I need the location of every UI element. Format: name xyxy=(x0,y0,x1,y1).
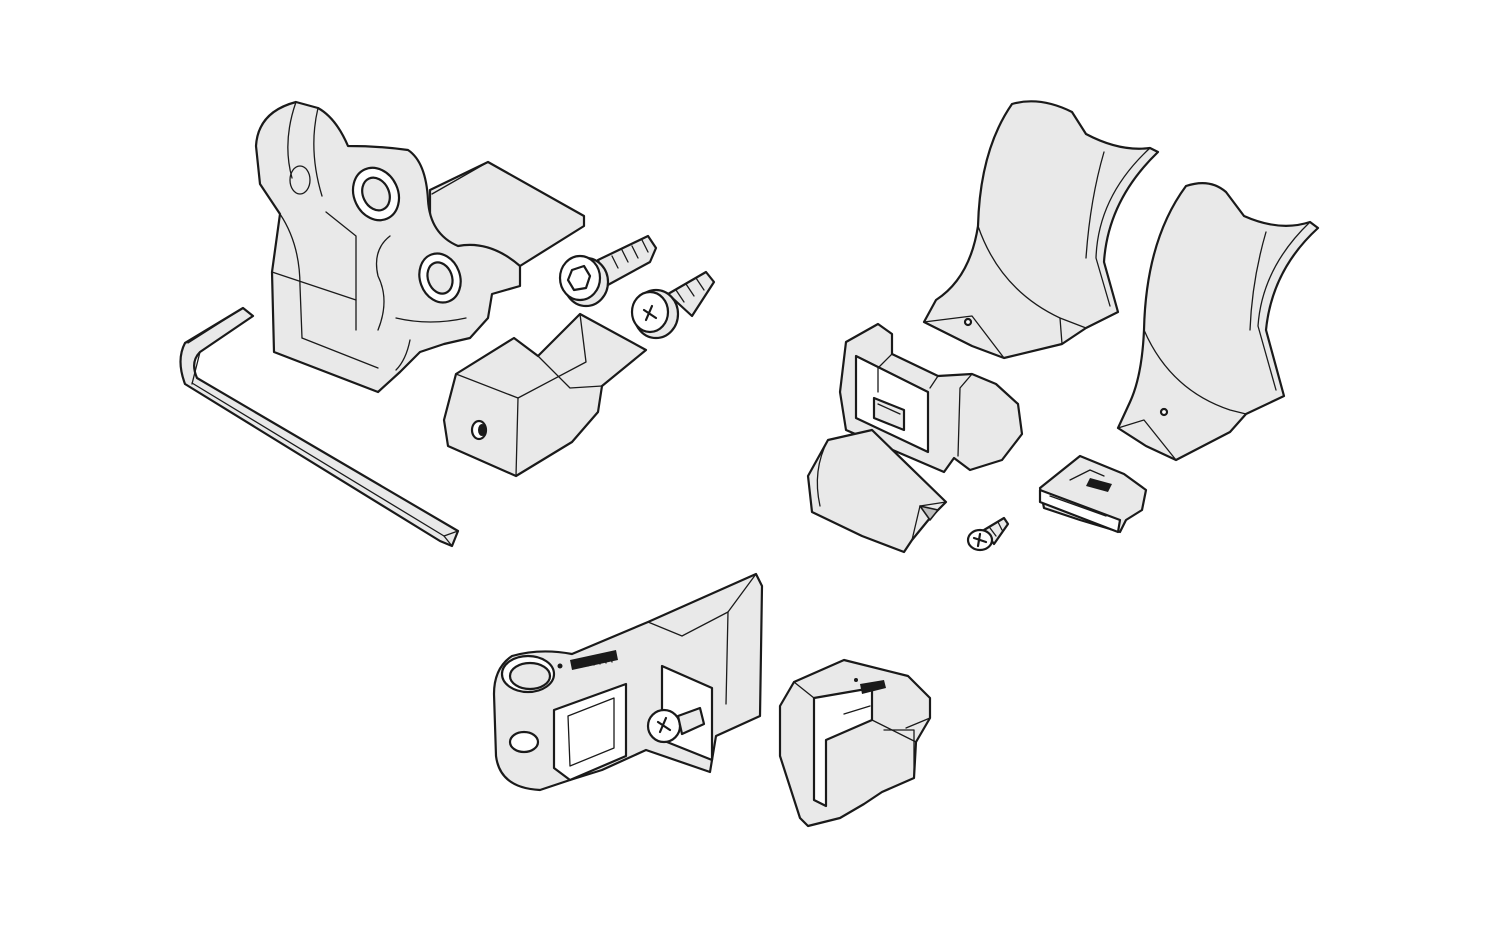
end-cap xyxy=(806,428,948,554)
clip-housing xyxy=(838,322,1024,474)
hex-key xyxy=(179,306,460,548)
socket-cap-bolt xyxy=(558,234,658,308)
hinge-bracket xyxy=(254,100,586,394)
self-tapping-screw xyxy=(630,270,716,340)
serrated-plate xyxy=(1038,454,1148,534)
buckle-clip xyxy=(778,658,932,828)
curved-saddle-left xyxy=(922,100,1160,360)
strap-lever xyxy=(492,572,764,792)
clamp-cap xyxy=(442,312,648,478)
small-screw xyxy=(966,516,1010,552)
curved-saddle-right xyxy=(1116,181,1320,462)
